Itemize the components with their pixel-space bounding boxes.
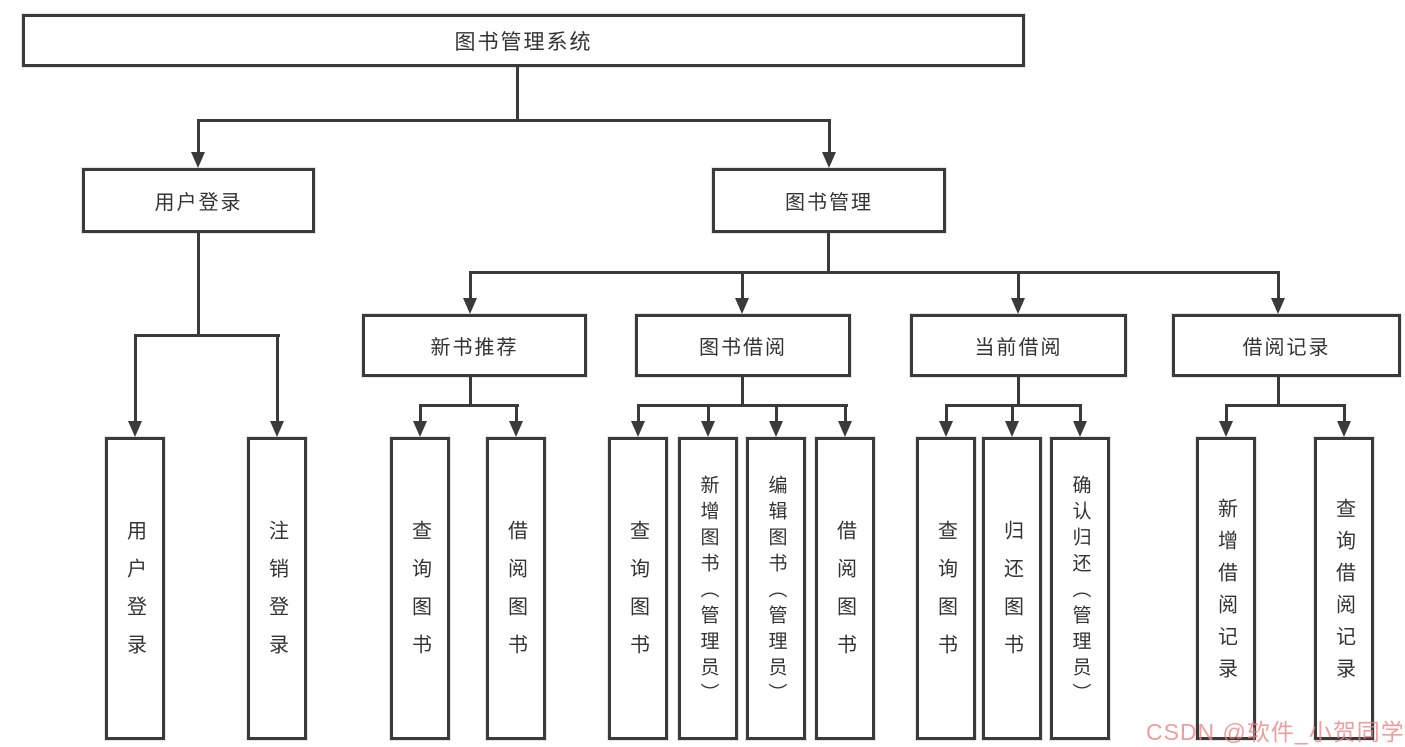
arrow-down-icon xyxy=(270,421,284,437)
arrow-down-icon xyxy=(1337,421,1351,437)
connector-line xyxy=(1017,271,1020,300)
connector-line xyxy=(1225,404,1346,407)
connector-line xyxy=(469,271,1280,274)
connector-line xyxy=(637,404,640,423)
leaf-add-borrow-record: 新增借阅记录 xyxy=(1196,437,1256,740)
connector-line xyxy=(844,404,847,423)
node-borrowing-records: 借阅记录 xyxy=(1172,314,1401,377)
leaf-borrow-books-borrowing: 借阅图书 xyxy=(815,437,875,740)
connector-line xyxy=(419,404,422,423)
connector-line xyxy=(469,377,472,407)
connector-line xyxy=(134,334,137,422)
node-user-login: 用户登录 xyxy=(82,168,315,233)
leaf-confirm-return-admin: 确认归还（管理员） xyxy=(1050,437,1110,740)
connector-line xyxy=(1277,377,1280,407)
connector-line xyxy=(197,119,200,154)
node-book-borrowing: 图书借阅 xyxy=(635,314,851,377)
connector-line xyxy=(1225,404,1228,423)
connector-line xyxy=(741,271,744,300)
connector-line xyxy=(1277,271,1280,300)
arrow-down-icon xyxy=(822,152,836,168)
leaf-query-books-borrowing: 查询图书 xyxy=(608,437,668,740)
leaf-edit-books-admin: 编辑图书（管理员） xyxy=(746,437,806,740)
leaf-query-books-current: 查询图书 xyxy=(916,437,976,740)
connector-line xyxy=(1079,404,1082,423)
connector-line xyxy=(827,233,830,274)
node-book-management: 图书管理 xyxy=(712,168,946,233)
node-current-borrowing: 当前借阅 xyxy=(910,314,1127,377)
leaf-borrow-books-recommend: 借阅图书 xyxy=(486,437,546,740)
node-book-management-system: 图书管理系统 xyxy=(22,14,1025,67)
arrow-down-icon xyxy=(631,421,645,437)
leaf-user-login: 用户登录 xyxy=(105,437,165,740)
connector-line xyxy=(516,66,519,121)
connector-line xyxy=(276,334,279,422)
arrow-down-icon xyxy=(413,421,427,437)
connector-line xyxy=(775,404,778,423)
connector-line xyxy=(197,233,200,337)
connector-line xyxy=(469,271,472,300)
leaf-return-books: 归还图书 xyxy=(982,437,1042,740)
arrow-down-icon xyxy=(735,298,749,314)
arrow-down-icon xyxy=(1271,298,1285,314)
arrow-down-icon xyxy=(1073,421,1087,437)
connector-line xyxy=(1011,404,1014,423)
connector-line xyxy=(197,119,831,122)
node-new-book-recommend: 新书推荐 xyxy=(362,314,587,377)
connector-line xyxy=(515,404,518,423)
connector-line xyxy=(828,119,831,154)
arrow-down-icon xyxy=(463,298,477,314)
csdn-watermark: CSDN @软件_小贺同学 xyxy=(1146,719,1405,745)
leaf-logout: 注销登录 xyxy=(247,437,307,740)
leaf-query-borrow-record: 查询借阅记录 xyxy=(1314,437,1374,740)
arrow-down-icon xyxy=(838,421,852,437)
leaf-add-books-admin: 新增图书（管理员） xyxy=(678,437,738,740)
arrow-down-icon xyxy=(1005,421,1019,437)
arrow-down-icon xyxy=(509,421,523,437)
arrow-down-icon xyxy=(1219,421,1233,437)
connector-line xyxy=(1017,377,1020,407)
arrow-down-icon xyxy=(191,152,205,168)
connector-line xyxy=(134,334,280,337)
connector-line xyxy=(707,404,710,423)
connector-line xyxy=(419,404,519,407)
connector-line xyxy=(637,404,848,407)
arrow-down-icon xyxy=(701,421,715,437)
leaf-query-books-recommend: 查询图书 xyxy=(390,437,450,740)
arrow-down-icon xyxy=(128,421,142,437)
arrow-down-icon xyxy=(939,421,953,437)
connector-line xyxy=(741,377,744,407)
arrow-down-icon xyxy=(1011,298,1025,314)
connector-line xyxy=(945,404,948,423)
connector-line xyxy=(1343,404,1346,423)
arrow-down-icon xyxy=(769,421,783,437)
